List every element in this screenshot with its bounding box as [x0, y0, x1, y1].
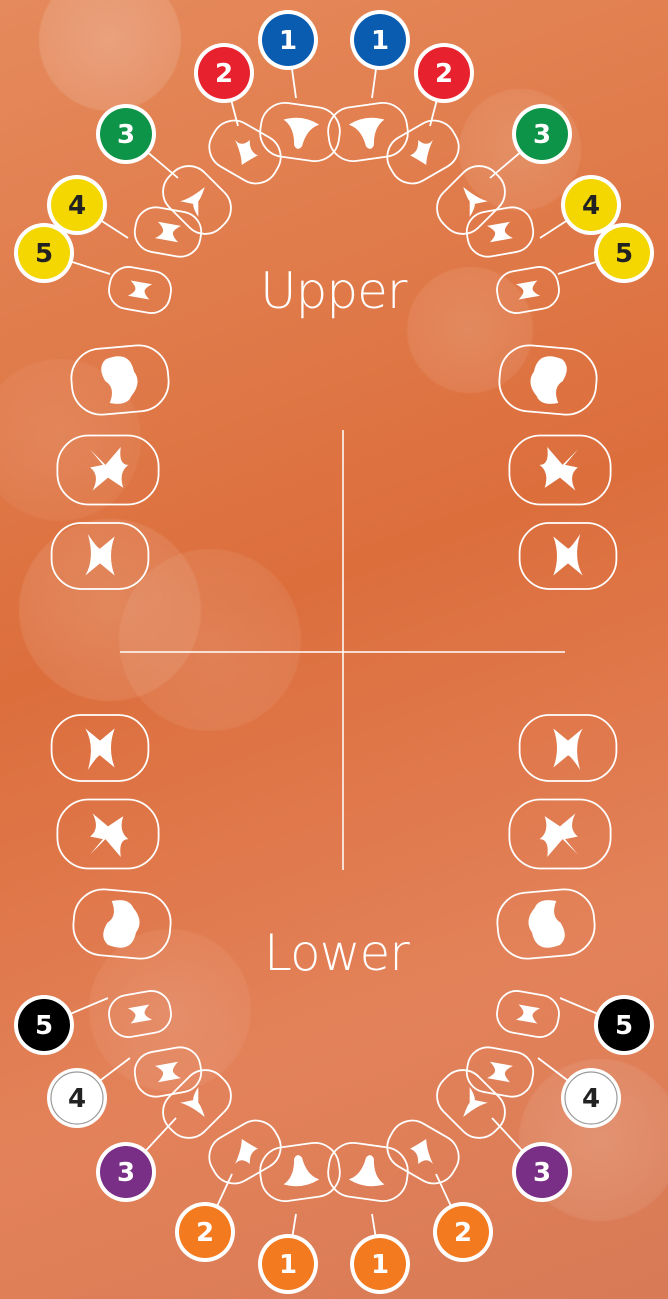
badge-lower-right-4: 4 [561, 1068, 621, 1128]
badge-lower-left-5: 5 [14, 995, 74, 1055]
badge-lower-right-2: 2 [433, 1202, 493, 1262]
tooth-lower-right-4 [464, 1044, 537, 1100]
badge-upper-left-1: 1 [258, 10, 318, 70]
tooth-lower-left-6 [71, 887, 173, 961]
badge-number-lower-left-1: 1 [279, 1250, 297, 1280]
badge-number-upper-right-5: 5 [615, 239, 633, 269]
tooth-upper-right-5 [494, 264, 562, 316]
tooth-upper-left-5 [106, 264, 174, 316]
badge-number-lower-left-5: 5 [35, 1011, 53, 1041]
tooth-lower-right-1 [325, 1140, 411, 1204]
tooth-upper-right-4 [464, 204, 537, 260]
badge-lower-left-4: 4 [47, 1068, 107, 1128]
tooth-upper-right-1 [325, 100, 411, 164]
badge-number-lower-right-5: 5 [615, 1011, 633, 1041]
badge-upper-left-5: 5 [14, 223, 74, 283]
tooth-upper-left-1 [257, 100, 343, 164]
tooth-upper-right-6 [497, 343, 599, 417]
tooth-upper-right-2 [379, 112, 467, 191]
badge-lower-right-5: 5 [594, 995, 654, 1055]
badge-number-lower-left-4: 4 [68, 1084, 86, 1114]
upper-arch-label: Upper [260, 266, 406, 316]
tooth-lower-left-5 [106, 988, 174, 1040]
badge-number-upper-right-1: 1 [371, 26, 389, 56]
badge-upper-right-2: 2 [414, 43, 474, 103]
tooth-upper-left-2 [201, 112, 289, 191]
badge-number-lower-right-3: 3 [533, 1158, 551, 1188]
badge-number-upper-left-1: 1 [279, 26, 297, 56]
badge-number-lower-right-2: 2 [454, 1218, 472, 1248]
badge-number-upper-left-5: 5 [35, 239, 53, 269]
tooth-upper-right-8 [520, 523, 617, 589]
tooth-lower-left-4 [132, 1044, 205, 1100]
badge-number-upper-left-3: 3 [117, 120, 135, 150]
tooth-lower-right-6 [495, 887, 597, 961]
badge-number-upper-right-2: 2 [435, 59, 453, 89]
tooth-lower-right-7 [509, 800, 610, 869]
badge-lower-right-1: 1 [350, 1234, 410, 1294]
tooth-lower-right-5 [494, 988, 562, 1040]
badge-upper-right-1: 1 [350, 10, 410, 70]
badge-lower-left-1: 1 [258, 1234, 318, 1294]
badge-number-upper-left-4: 4 [68, 191, 86, 221]
badge-lower-left-3: 3 [96, 1142, 156, 1202]
tooth-upper-left-7 [57, 436, 158, 505]
badge-lower-left-2: 2 [175, 1202, 235, 1262]
badge-number-lower-left-3: 3 [117, 1158, 135, 1188]
lower-arch-label: Lower [264, 928, 409, 978]
badge-upper-right-3: 3 [512, 104, 572, 164]
tooth-upper-left-8 [52, 523, 149, 589]
tooth-upper-left-6 [69, 343, 171, 417]
tooth-lower-left-1 [257, 1140, 343, 1204]
badge-number-upper-right-4: 4 [582, 191, 600, 221]
tooth-lower-left-7 [57, 800, 158, 869]
tooth-lower-right-2 [379, 1112, 467, 1191]
badge-upper-right-5: 5 [594, 223, 654, 283]
badge-upper-left-3: 3 [96, 104, 156, 164]
badge-lower-right-3: 3 [512, 1142, 572, 1202]
tooth-lower-right-8 [520, 715, 617, 781]
badge-number-upper-left-2: 2 [215, 59, 233, 89]
badge-number-lower-right-4: 4 [582, 1084, 600, 1114]
badge-upper-left-2: 2 [194, 43, 254, 103]
tooth-upper-left-4 [132, 204, 205, 260]
badge-number-upper-right-3: 3 [533, 120, 551, 150]
tooth-upper-right-7 [509, 436, 610, 505]
tooth-lower-left-2 [201, 1112, 289, 1191]
badge-number-lower-right-1: 1 [371, 1250, 389, 1280]
tooth-lower-left-8 [52, 715, 149, 781]
badge-number-lower-left-2: 2 [196, 1218, 214, 1248]
